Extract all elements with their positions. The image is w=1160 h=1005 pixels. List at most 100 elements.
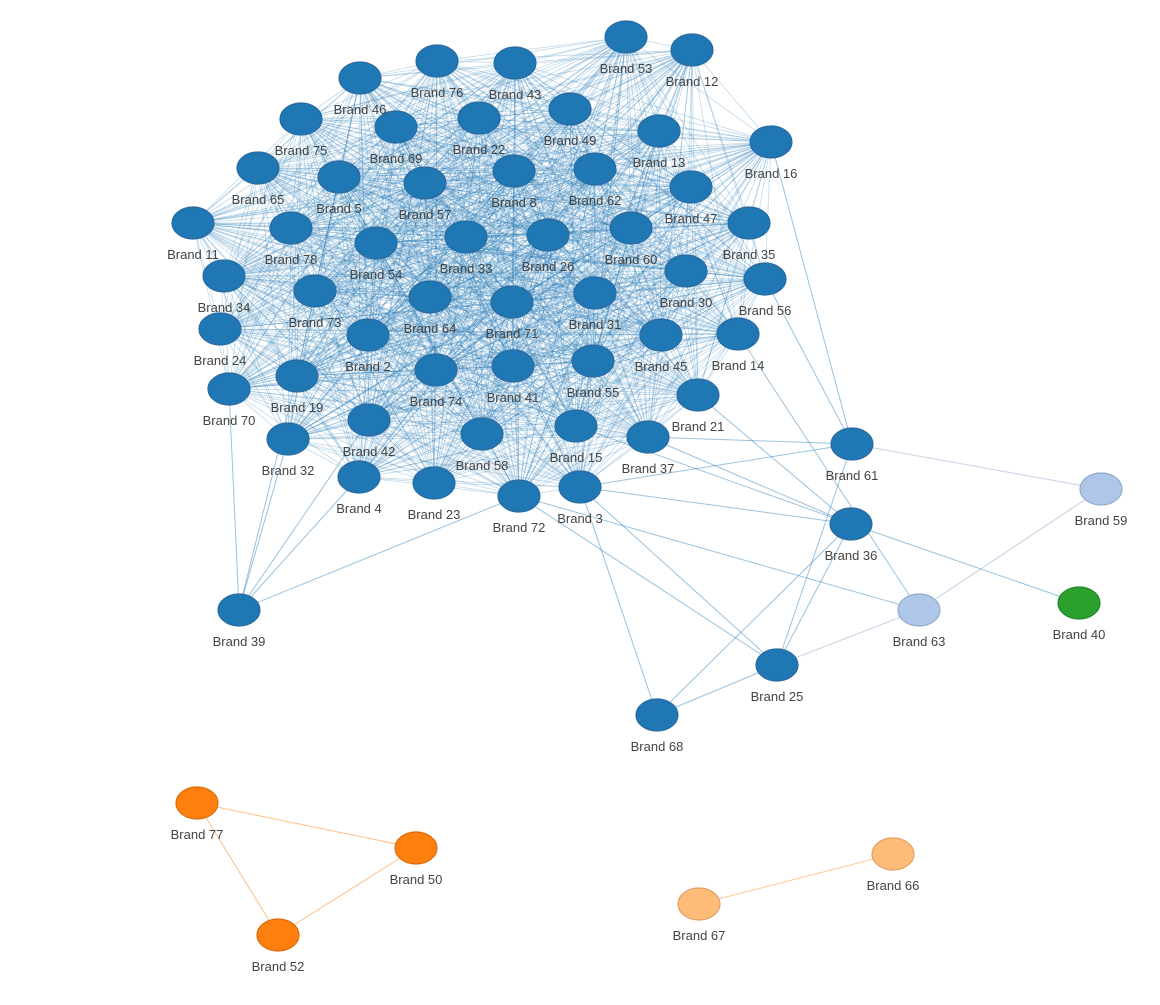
node-b5[interactable] [317, 160, 361, 194]
edge-b2-b15 [367, 334, 577, 427]
node-b65[interactable] [236, 151, 280, 185]
node-b11[interactable] [171, 206, 215, 240]
edge-b26-b30 [547, 234, 687, 272]
node-b62[interactable] [573, 152, 617, 186]
node-b35[interactable] [727, 206, 771, 240]
node-b46[interactable] [338, 61, 382, 95]
edge-b69-b34 [223, 126, 397, 277]
node-b40[interactable] [1057, 586, 1101, 620]
edge-b75-b30 [300, 118, 687, 272]
edge-b11-b21 [192, 222, 699, 396]
edge-b60-b42 [368, 227, 632, 421]
node-b52[interactable] [256, 918, 300, 952]
node-b39[interactable] [217, 593, 261, 627]
node-b36[interactable] [829, 507, 873, 541]
node-b24[interactable] [198, 312, 242, 346]
node-b2[interactable] [346, 318, 390, 352]
edge-b49-b56 [569, 108, 766, 280]
node-b14[interactable] [716, 317, 760, 351]
node-b60[interactable] [609, 211, 653, 245]
node-b30[interactable] [664, 254, 708, 288]
edge-b47-b74 [435, 186, 692, 371]
node-b69[interactable] [374, 110, 418, 144]
node-label-b13: Brand 13 [633, 155, 686, 170]
node-b76[interactable] [415, 44, 459, 78]
node-b34[interactable] [202, 259, 246, 293]
edge-b65-b74 [257, 167, 437, 371]
node-b75[interactable] [279, 102, 323, 136]
edge-b46-b56 [359, 77, 766, 280]
node-b78[interactable] [269, 211, 313, 245]
node-b63[interactable] [897, 593, 941, 627]
edge-b14-b23 [433, 333, 739, 484]
node-b23[interactable] [412, 466, 456, 500]
node-b72[interactable] [497, 479, 541, 513]
node-b8[interactable] [492, 154, 536, 188]
edge-b64-b4 [358, 296, 431, 478]
edge-b54-b19 [296, 242, 377, 377]
node-b67[interactable] [677, 887, 721, 921]
edge-b78-b72 [290, 227, 520, 497]
edge-b8-b72 [513, 170, 520, 497]
edge-b65-b14 [257, 167, 739, 335]
edge-b11-b3 [192, 222, 581, 488]
node-b25[interactable] [755, 648, 799, 682]
node-label-b24: Brand 24 [194, 353, 247, 368]
node-b3[interactable] [558, 470, 602, 504]
node-b55[interactable] [571, 344, 615, 378]
edge-b22-b73 [314, 117, 480, 292]
edge-b49-b14 [569, 108, 739, 335]
node-b12[interactable] [670, 33, 714, 67]
node-b77[interactable] [175, 786, 219, 820]
edge-b60-b64 [429, 227, 632, 298]
node-b4[interactable] [337, 460, 381, 494]
edge-b56-b71 [511, 278, 766, 303]
node-b61[interactable] [830, 427, 874, 461]
node-b57[interactable] [403, 166, 447, 200]
edge-b57-b41 [424, 182, 514, 367]
edge-b34-b71 [223, 275, 513, 303]
node-label-b47: Brand 47 [665, 211, 718, 226]
node-b22[interactable] [457, 101, 501, 135]
node-b19[interactable] [275, 359, 319, 393]
node-b26[interactable] [526, 218, 570, 252]
edge-b57-b19 [296, 182, 426, 377]
node-b59[interactable] [1079, 472, 1123, 506]
node-label-b30: Brand 30 [660, 295, 713, 310]
node-b73[interactable] [293, 274, 337, 308]
node-b50[interactable] [394, 831, 438, 865]
node-b13[interactable] [637, 114, 681, 148]
edge-b35-b55 [592, 222, 750, 362]
node-b64[interactable] [408, 280, 452, 314]
node-b37[interactable] [626, 420, 670, 454]
edge-b62-b37 [594, 168, 649, 438]
node-b71[interactable] [490, 285, 534, 319]
node-b70[interactable] [207, 372, 251, 406]
node-b54[interactable] [354, 226, 398, 260]
node-b33[interactable] [444, 220, 488, 254]
node-b43[interactable] [493, 46, 537, 80]
node-b47[interactable] [669, 170, 713, 204]
node-b41[interactable] [491, 349, 535, 383]
edge-b26-b70 [228, 234, 549, 390]
node-b49[interactable] [548, 92, 592, 126]
edge-b53-b30 [625, 36, 687, 272]
node-b58[interactable] [460, 417, 504, 451]
node-b74[interactable] [414, 353, 458, 387]
node-b45[interactable] [639, 318, 683, 352]
edge-b69-b11 [192, 126, 397, 224]
node-b66[interactable] [871, 837, 915, 871]
node-b31[interactable] [573, 276, 617, 310]
node-b53[interactable] [604, 20, 648, 54]
node-b32[interactable] [266, 422, 310, 456]
node-b68[interactable] [635, 698, 679, 732]
node-b15[interactable] [554, 409, 598, 443]
edge-b77-b52 [196, 802, 279, 936]
node-b56[interactable] [743, 262, 787, 296]
node-label-b56: Brand 56 [739, 303, 792, 318]
node-b16[interactable] [749, 125, 793, 159]
edge-b73-b41 [314, 290, 514, 367]
node-b21[interactable] [676, 378, 720, 412]
edge-b64-b21 [429, 296, 699, 396]
node-b42[interactable] [347, 403, 391, 437]
